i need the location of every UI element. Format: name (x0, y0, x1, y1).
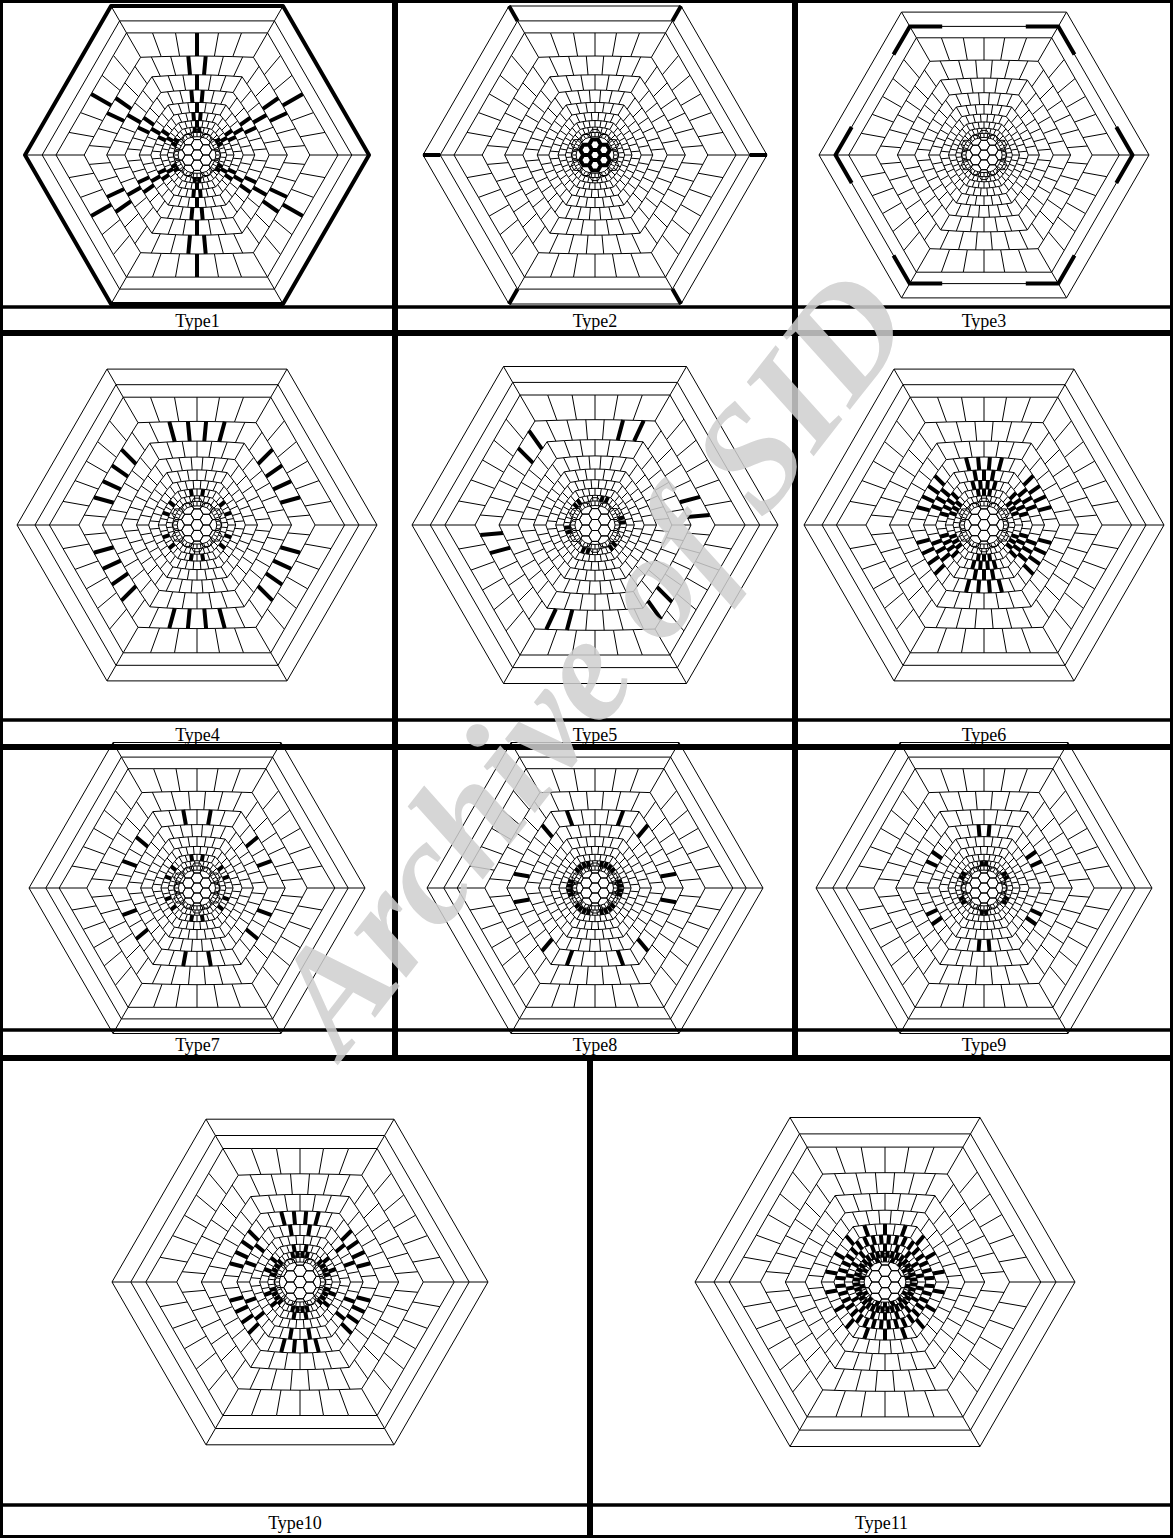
highlighted-bonds (25, 6, 369, 304)
highlighted-bonds (836, 26, 1133, 283)
tube-lattice (112, 1119, 488, 1445)
type-label: Type8 (573, 1036, 618, 1054)
panel-border (2, 2, 394, 308)
panel-border (2, 1060, 589, 1506)
tube-lattice (25, 6, 369, 304)
tube-lattice (819, 12, 1149, 298)
type-label: Type3 (962, 312, 1007, 330)
type-label: Type2 (573, 312, 618, 330)
panel-border (2, 335, 394, 721)
tube-lattice (17, 369, 377, 681)
label-cell-border (2, 720, 394, 746)
type-label: Type6 (962, 726, 1007, 744)
highlighted-bonds (917, 457, 1052, 593)
tube-lattice (423, 6, 767, 304)
type-label: Type1 (175, 312, 220, 330)
panel-border (592, 1060, 1172, 1506)
highlighted-bonds (926, 825, 1041, 952)
type-label: Type10 (268, 1514, 322, 1532)
highlighted-bonds (825, 1224, 944, 1340)
highlighted-bonds (94, 422, 300, 629)
tube-lattice (695, 1118, 1075, 1447)
highlighted-bonds (423, 6, 767, 304)
panel-border (797, 2, 1172, 308)
highlighted-bonds (230, 1211, 371, 1353)
label-cell-border (2, 1505, 589, 1537)
tube-lattice (816, 743, 1152, 1034)
type-label: Type4 (175, 726, 220, 744)
type-label: Type11 (855, 1514, 908, 1532)
label-cell-border (397, 307, 794, 332)
panel-border (397, 2, 794, 308)
type-label: Type7 (175, 1036, 220, 1054)
label-cell-border (797, 720, 1172, 746)
label-cell-border (2, 307, 394, 332)
highlighted-bonds (123, 810, 272, 966)
type-label: Type9 (962, 1036, 1007, 1054)
label-cell-border (592, 1505, 1172, 1537)
